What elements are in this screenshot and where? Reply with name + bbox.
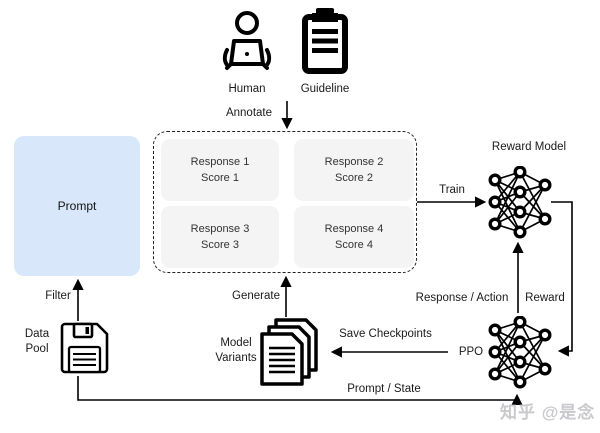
model-variants-label: Model Variants [215,337,257,364]
response-4-label: Response 4 [324,222,384,235]
reward-model-network-icon [488,166,552,239]
train-label: Train [439,184,465,196]
response-2-box: Response 2 Score 2 [294,139,414,201]
prompt-label: Prompt [57,199,97,213]
human-at-laptop-icon [222,11,272,70]
prompt-box: Prompt [14,136,140,276]
reward-label: Reward [525,292,565,304]
filter-label: Filter [45,290,71,302]
response-1-label: Response 1 [190,155,250,168]
reward-model-label: Reward Model [491,141,567,153]
score-2-label: Score 2 [335,172,373,184]
guideline-clipboard-icon [302,8,348,74]
response-1-box: Response 1 Score 1 [161,139,279,201]
guideline-label: Guideline [300,83,350,95]
data-pool-floppy-icon [60,322,109,374]
prompt-state-label: Prompt / State [347,383,421,395]
save-checkpoints-label: Save Checkpoints [339,328,432,340]
score-1-label: Score 1 [201,172,239,184]
model-variants-documents-icon [260,318,318,386]
response-3-box: Response 3 Score 3 [161,206,279,268]
response-4-box: Response 4 Score 4 [294,206,414,268]
annotate-label: Annotate [225,107,273,119]
data-pool-label: Data Pool [24,328,50,355]
ppo-network-icon [488,316,552,389]
response-2-label: Response 2 [324,155,384,168]
score-3-label: Score 3 [201,239,239,251]
generate-label: Generate [232,290,280,302]
response-action-label: Response / Action [415,292,509,304]
score-4-label: Score 4 [335,239,373,251]
watermark: 知乎 @是念 [500,403,596,422]
ppo-label: PPO [458,346,484,358]
human-label: Human [228,83,266,95]
response-3-label: Response 3 [190,222,250,235]
